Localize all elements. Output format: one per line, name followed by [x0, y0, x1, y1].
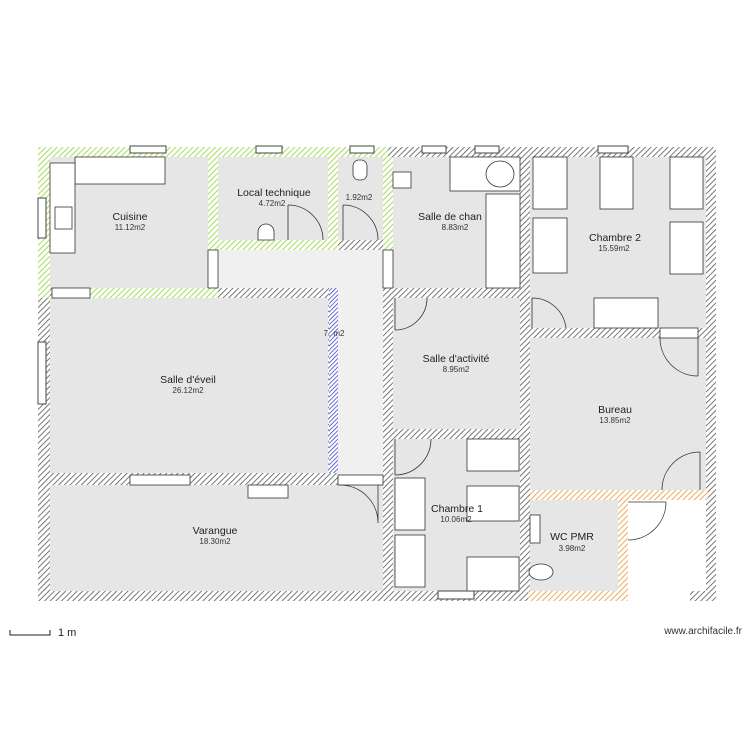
room-wc-pmr: WC PMR 3.98m2: [550, 531, 594, 553]
room-couloir: 7. m2: [324, 329, 346, 338]
floor-salle-eveil: [50, 298, 328, 473]
floor-outside-right: [628, 500, 690, 601]
floor-salle-activite: [393, 298, 520, 429]
cabinet: [382, 249, 394, 289]
room-area: 13.85m2: [599, 416, 631, 425]
room-chambre-2: Chambre 2 15.59m2: [589, 232, 641, 253]
room-name: Chambre 1: [431, 503, 483, 515]
interior-walls: [50, 157, 706, 591]
room-area: 3.98m2: [559, 544, 586, 553]
cabinet: [659, 327, 699, 339]
room-area: 11.12m2: [115, 223, 146, 232]
window: [349, 145, 375, 154]
furniture: [49, 156, 704, 592]
window: [437, 590, 475, 600]
bathtub-basin: [485, 160, 515, 188]
cabinet: [207, 249, 219, 289]
room-chambre-1: Chambre 1 10.06m2: [431, 503, 483, 524]
room-area: 4.72m2: [259, 199, 286, 208]
bed: [669, 156, 704, 210]
door-local-technique: [287, 204, 324, 241]
varangue-bench: [247, 484, 289, 499]
door-wc-pmr: [627, 501, 667, 541]
room-name: Bureau: [598, 404, 632, 416]
cabinet: [337, 474, 384, 486]
room-name: Varangue: [193, 525, 238, 537]
room-varangue: Varangue 18.30m2: [193, 525, 238, 546]
window: [474, 145, 500, 154]
bed: [466, 485, 520, 522]
wc-pmr-toilet: [528, 563, 554, 581]
room-salle-activite: Salle d'activité 8.95m2: [423, 353, 490, 374]
floor-corridor-v: [338, 250, 383, 475]
kitchen-counter-top: [74, 156, 166, 185]
room-name: Cuisine: [112, 211, 147, 223]
room-name: WC PMR: [550, 531, 594, 543]
room-wc-small: 1.92m2: [346, 193, 373, 202]
room-name: Salle d'éveil: [160, 374, 216, 386]
bed: [669, 221, 704, 275]
room-area: 18.30m2: [199, 537, 231, 546]
room-cuisine: Cuisine 11.12m2: [112, 211, 147, 232]
scale-label: 1 m: [58, 627, 77, 639]
window: [421, 145, 447, 154]
room-name: Salle de chan: [418, 211, 482, 223]
room-area: 7. m2: [324, 329, 346, 338]
bed: [532, 217, 568, 274]
doors: [287, 204, 701, 541]
room-salle-de-chan: Salle de chan 8.83m2: [418, 211, 482, 232]
sink-small: [392, 171, 412, 189]
blue-hatched-wall: [329, 288, 338, 475]
technical-fixture: [257, 223, 275, 241]
windows: [37, 145, 629, 600]
window: [129, 145, 167, 154]
floor-bureau: [530, 338, 706, 490]
room-salle-eveil: Salle d'éveil 26.12m2: [160, 374, 216, 395]
bed: [466, 438, 520, 472]
desk: [593, 297, 659, 329]
room-bureau: Bureau 13.85m2: [598, 404, 632, 425]
room-name: Chambre 2: [589, 232, 641, 244]
room-local-technique: Local technique 4.72m2: [237, 187, 311, 208]
door-bureau-bottom: [661, 451, 701, 491]
room-area: 15.59m2: [598, 244, 630, 253]
bed: [394, 534, 426, 588]
orange-hatched-walls: [520, 490, 708, 601]
bed: [394, 477, 426, 531]
window: [37, 197, 47, 239]
room-area: 1.92m2: [346, 193, 373, 202]
bed: [532, 156, 568, 210]
room-area: 26.12m2: [172, 386, 204, 395]
kitchen-sink: [54, 206, 73, 230]
wc-pmr-sink: [529, 514, 541, 544]
bed: [466, 556, 520, 592]
door-varangue: [339, 484, 379, 524]
door-chambre-2: [531, 297, 567, 329]
floor-local-technique: [218, 157, 328, 240]
window: [37, 341, 47, 405]
scale-bar: [9, 630, 51, 636]
door-bureau: [659, 337, 699, 377]
room-name: Salle d'activité: [423, 353, 490, 365]
bed: [599, 156, 634, 210]
green-hatched-walls: [38, 147, 393, 298]
watermark: www.archifacile.fr: [664, 626, 742, 637]
room-name: Local technique: [237, 187, 311, 199]
door-salle-activite: [394, 297, 428, 331]
room-area: 8.83m2: [442, 223, 469, 232]
shower-tray: [485, 193, 521, 289]
wc-pan: [352, 159, 368, 181]
door-chambre-1: [394, 438, 432, 476]
room-area: 8.95m2: [443, 365, 470, 374]
door-wc-small: [342, 204, 379, 241]
room-area: 10.06m2: [440, 515, 472, 524]
window: [597, 145, 629, 154]
window: [255, 145, 283, 154]
cabinet: [51, 287, 91, 299]
varangue-bench: [129, 474, 191, 486]
floor-varangue: [50, 485, 383, 591]
room-labels: Cuisine 11.12m2 Local technique 4.72m2 1…: [112, 187, 641, 553]
